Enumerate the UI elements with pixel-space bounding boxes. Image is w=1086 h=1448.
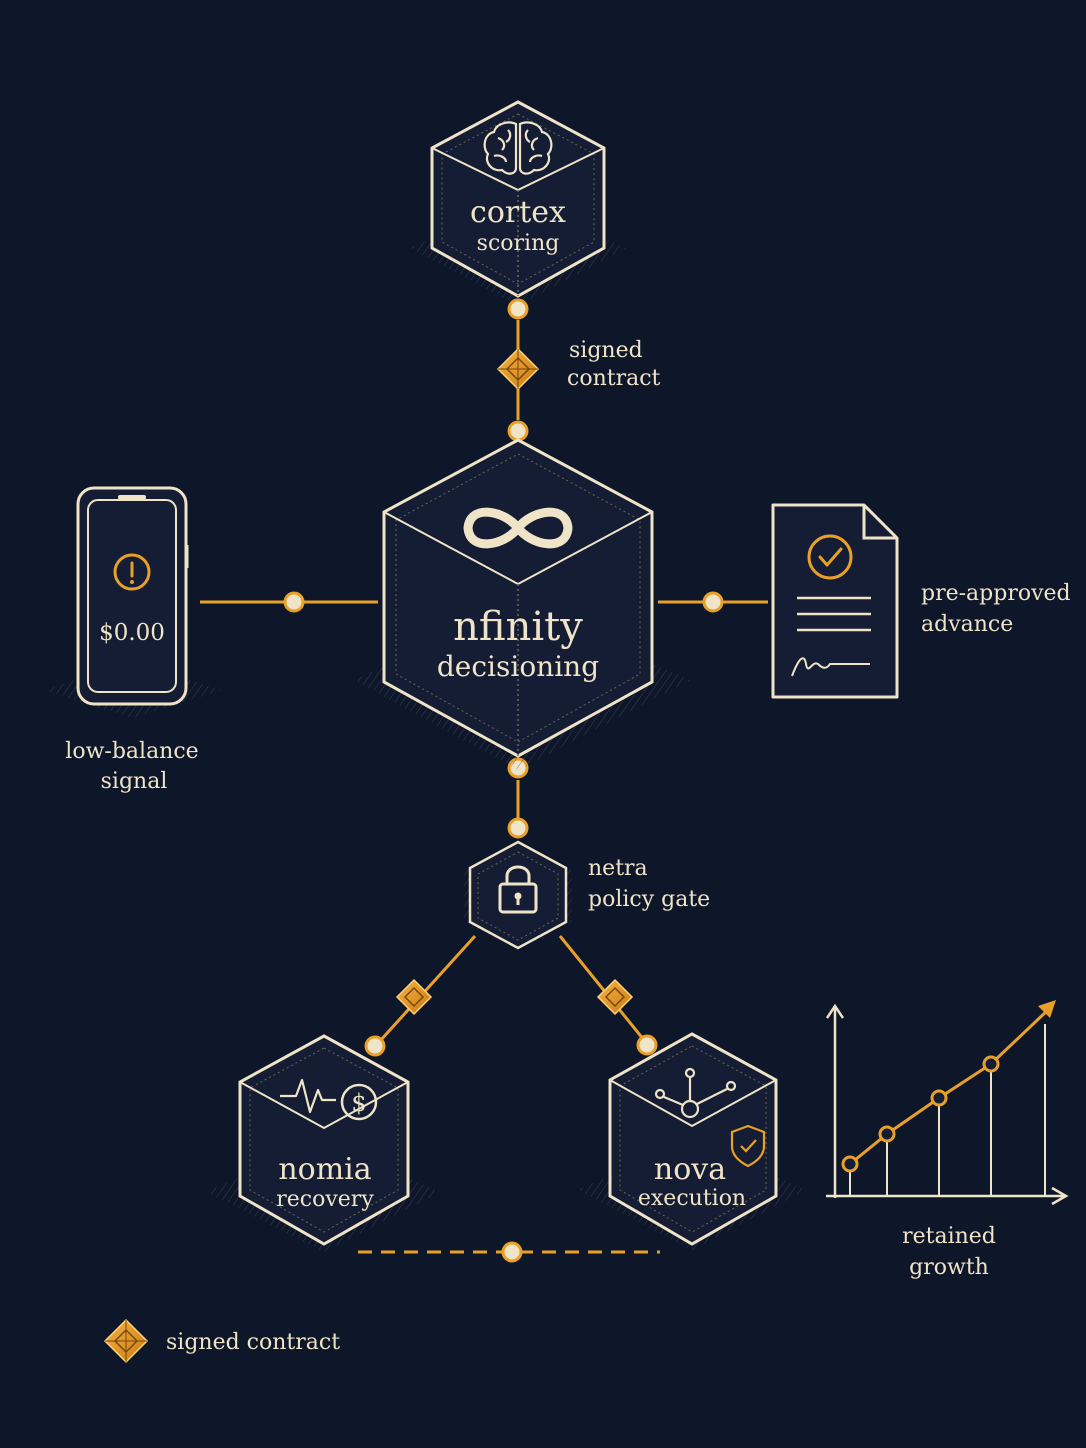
phone-caption-line1: low-balance: [65, 739, 198, 764]
port-bottom-link: [501, 1241, 523, 1263]
padlock-icon: [498, 865, 538, 914]
nfinity-node[interactable]: nfinity decisioning: [354, 438, 690, 770]
nfinity-title: nfinity: [453, 604, 583, 650]
signed-contract-diamond-top: [496, 347, 540, 391]
nfinity-subtitle: decisioning: [437, 650, 599, 683]
cortex-node[interactable]: cortex scoring: [410, 100, 626, 306]
signature-mark: [791, 657, 870, 677]
phone-device: $0.00: [44, 486, 222, 718]
nomia-node[interactable]: $ nomia recovery: [206, 1034, 440, 1252]
nova-subtitle: execution: [638, 1186, 746, 1211]
pulse-dollar-icon: $: [280, 1078, 378, 1121]
checkmark-icon: [807, 534, 853, 580]
top-contract-label-line1: signed: [569, 338, 643, 363]
document-card: [771, 503, 899, 699]
phone-balance: $0.00: [99, 620, 165, 646]
port-nfinity-top: [507, 420, 529, 442]
port-nova-top: [636, 1034, 658, 1056]
nova-node[interactable]: nova execution: [578, 1032, 806, 1250]
legend-label: signed contract: [166, 1330, 340, 1355]
rising-chart-icon: [825, 1000, 1069, 1206]
port-nomia-top: [364, 1035, 386, 1057]
nova-title: nova: [654, 1152, 726, 1187]
signed-contract-diamond-right: [596, 978, 634, 1016]
legend: signed contract: [103, 1318, 340, 1364]
document-caption-line2: advance: [921, 612, 1013, 637]
nomia-subtitle: recovery: [276, 1187, 374, 1212]
phone-caption-line2: signal: [101, 769, 168, 794]
port-dots: [283, 298, 724, 1263]
growth-caption-line1: retained: [902, 1224, 996, 1249]
nomia-title: nomia: [278, 1152, 371, 1187]
alert-icon: [113, 553, 151, 591]
brain-icon: [483, 121, 553, 175]
diamond-contract-icon: [103, 1318, 149, 1364]
network-shield-icon: [654, 1067, 766, 1168]
cortex-title: cortex: [470, 195, 566, 230]
svg-text:$: $: [351, 1089, 366, 1117]
port-netra-top: [507, 817, 529, 839]
netra-label-line2: policy gate: [588, 887, 710, 912]
port-cortex-bottom: [507, 298, 529, 320]
port-phone-right: [283, 591, 305, 613]
cortex-subtitle: scoring: [477, 231, 560, 256]
netra-label-line1: netra: [588, 856, 648, 881]
signed-contract-diamond-left: [395, 978, 433, 1016]
growth-caption-line2: growth: [909, 1255, 989, 1280]
top-contract-label-line2: contract: [567, 366, 661, 391]
port-document-left: [702, 591, 724, 613]
document-caption-line1: pre-approved: [921, 581, 1071, 606]
infinity-icon: [463, 507, 573, 549]
netra-node[interactable]: [464, 840, 572, 950]
